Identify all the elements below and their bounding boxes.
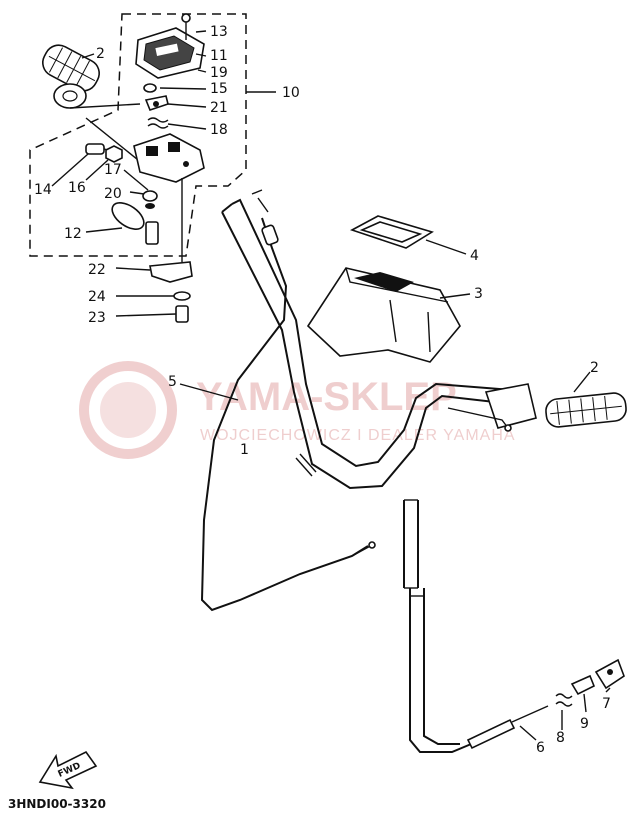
label-21: 21 xyxy=(210,100,228,116)
watermark-subtitle: WOJCIECHOWICZ I DEALER YAMAHA xyxy=(200,427,516,444)
choke-cable xyxy=(403,499,549,753)
small-hardware xyxy=(143,83,169,129)
diagram-code: 3HNDI00-3320 xyxy=(8,797,106,811)
label-4: 4 xyxy=(470,248,479,264)
cable-small-parts xyxy=(555,658,625,707)
label-13: 13 xyxy=(210,24,228,40)
label-24: 24 xyxy=(88,289,106,305)
label-12: 12 xyxy=(64,226,82,242)
switch-cover xyxy=(135,13,205,79)
label-3: 3 xyxy=(474,286,483,302)
part-labels: 2 13 11 19 10 15 21 18 14 16 17 20 12 22… xyxy=(34,24,611,756)
label-7: 7 xyxy=(602,696,611,712)
switch-housing xyxy=(133,133,205,183)
handlebar xyxy=(221,198,513,490)
label-2-right: 2 xyxy=(590,360,599,376)
label-11: 11 xyxy=(210,48,228,64)
screw-and-nut xyxy=(85,143,123,163)
fwd-arrow-icon: FWD xyxy=(38,750,98,790)
clamp-hardware xyxy=(149,178,193,323)
throttle-lever xyxy=(111,190,159,245)
label-15: 15 xyxy=(210,81,228,97)
label-1: 1 xyxy=(240,442,249,458)
label-20: 20 xyxy=(104,186,122,202)
label-6: 6 xyxy=(536,740,545,756)
leader-lines xyxy=(51,30,611,741)
watermark: YAMA-SKLEP WOJCIECHOWICZ I DEALER YAMAHA xyxy=(79,361,516,459)
label-23: 23 xyxy=(88,310,106,326)
label-2-left: 2 xyxy=(96,46,105,62)
label-10: 10 xyxy=(282,85,300,101)
throttle-cable xyxy=(200,189,376,612)
label-5: 5 xyxy=(168,374,177,390)
label-18: 18 xyxy=(210,122,228,138)
label-9: 9 xyxy=(580,716,589,732)
label-17: 17 xyxy=(104,162,122,178)
label-16: 16 xyxy=(68,180,86,196)
watermark-title: YAMA-SKLEP xyxy=(196,375,457,419)
label-8: 8 xyxy=(556,730,565,746)
handlebar-cover xyxy=(306,267,461,363)
label-14: 14 xyxy=(34,182,52,198)
right-grip xyxy=(447,383,627,432)
label-19: 19 xyxy=(210,65,228,81)
handlebar-pad-top xyxy=(349,215,434,249)
left-grip xyxy=(42,44,100,109)
label-22: 22 xyxy=(88,262,106,278)
